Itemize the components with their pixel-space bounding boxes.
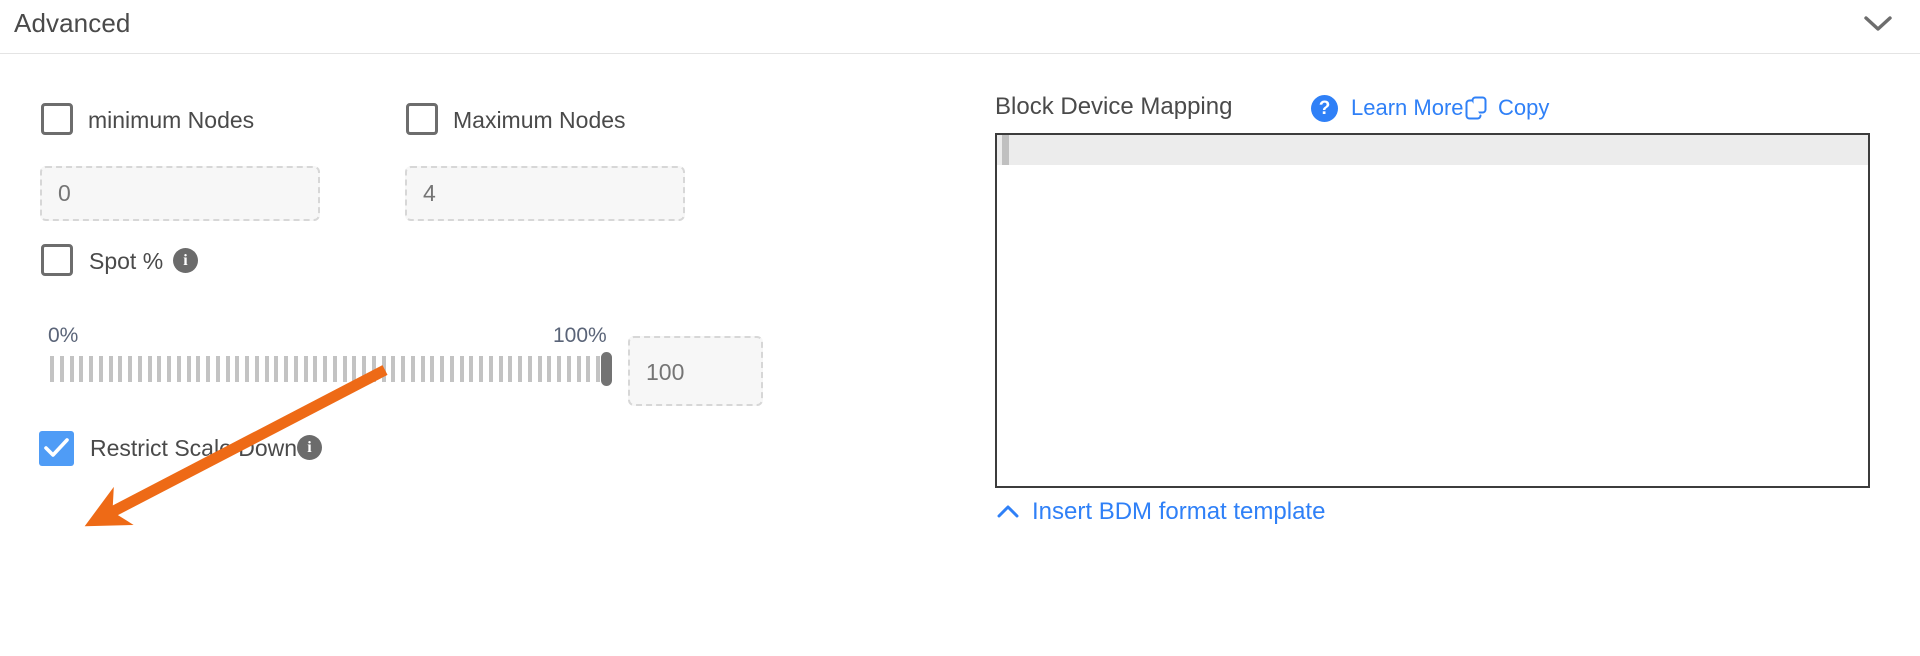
restrict-scale-down-label: Restrict Scale Down (90, 435, 298, 461)
slider-tick (440, 356, 444, 382)
slider-tick (508, 356, 513, 382)
slider-tick (332, 356, 337, 382)
slider-tick (342, 356, 347, 382)
slider-tick (449, 356, 454, 382)
slider-tick (254, 356, 259, 382)
restrict-scale-down-checkbox[interactable] (39, 431, 74, 466)
checkmark-icon (44, 438, 69, 457)
slider-tick (196, 356, 201, 382)
slider-tick (401, 356, 405, 382)
slider-tick (537, 356, 542, 382)
slider-tick (98, 356, 103, 382)
slider-tick (274, 356, 279, 382)
slider-tick (118, 356, 123, 382)
copy-icon[interactable] (1465, 95, 1489, 121)
slider-tick (410, 356, 415, 382)
chevron-down-icon[interactable] (1858, 8, 1898, 38)
slider-tick (420, 356, 425, 382)
minimum-nodes-label: minimum Nodes (88, 107, 255, 133)
slider-max-label: 100% (553, 324, 607, 347)
spot-percent-info-icon[interactable]: i (173, 248, 198, 273)
spot-percent-slider[interactable] (50, 356, 610, 382)
slider-tick (566, 356, 571, 382)
editor-active-line (997, 135, 1868, 165)
slider-tick (128, 356, 132, 382)
slider-tick (459, 356, 464, 382)
slider-tick (186, 356, 191, 382)
slider-tick (50, 356, 54, 382)
copy-link[interactable]: Copy (1498, 95, 1550, 120)
slider-tick (215, 356, 220, 382)
advanced-left-panel: minimum Nodes Maximum Nodes Spot % i 0% … (0, 54, 960, 656)
slider-tick (69, 356, 74, 382)
slider-tick (391, 356, 396, 382)
maximum-nodes-checkbox[interactable] (406, 103, 438, 135)
slider-tick (176, 356, 181, 382)
slider-tick (264, 356, 269, 382)
slider-tick (303, 356, 308, 382)
slider-tick (371, 356, 376, 382)
slider-tick (225, 356, 230, 382)
minimum-nodes-input[interactable] (40, 166, 320, 221)
slider-tick (352, 356, 357, 382)
slider-tick (157, 356, 162, 382)
slider-tick (284, 356, 288, 382)
slider-tick (527, 356, 532, 382)
block-device-mapping-title: Block Device Mapping (995, 93, 1233, 120)
spot-percent-checkbox[interactable] (41, 244, 73, 276)
minimum-nodes-checkbox[interactable] (41, 103, 73, 135)
slider-tick (313, 356, 318, 382)
slider-tick (59, 356, 64, 382)
slider-tick (586, 356, 591, 382)
slider-tick (430, 356, 435, 382)
insert-bdm-template-button[interactable]: Insert BDM format template (995, 495, 1325, 529)
bdm-code-editor[interactable] (995, 133, 1870, 488)
slider-tick (576, 356, 581, 382)
slider-tick (498, 356, 503, 382)
slider-tick (596, 356, 600, 382)
slider-tick (108, 356, 113, 382)
editor-gutter-bar (1002, 135, 1009, 165)
slider-tick (488, 356, 493, 382)
slider-tick (381, 356, 386, 382)
advanced-section-header: Advanced (0, 0, 1920, 54)
slider-tick (245, 356, 249, 382)
spot-percent-slider-group: 0% 100% (0, 54, 960, 656)
slider-min-label: 0% (48, 324, 79, 347)
slider-tick (518, 356, 522, 382)
restrict-scale-down-info-icon[interactable]: i (297, 435, 322, 460)
spot-percent-label: Spot % (89, 248, 164, 274)
slider-tick (323, 356, 327, 382)
maximum-nodes-label: Maximum Nodes (453, 107, 626, 133)
maximum-nodes-input[interactable] (405, 166, 685, 221)
page-title: Advanced (14, 8, 131, 38)
slider-tick (479, 356, 483, 382)
slider-tick (89, 356, 93, 382)
slider-tick (79, 356, 84, 382)
slider-tick (137, 356, 142, 382)
question-mark-icon[interactable]: ? (1311, 95, 1338, 122)
block-device-mapping-panel: Block Device Mapping ? Learn More Copy I… (995, 54, 1920, 656)
slider-tick (547, 356, 552, 382)
slider-tick (147, 356, 152, 382)
slider-tick (362, 356, 366, 382)
slider-tick (235, 356, 240, 382)
slider-tick (167, 356, 171, 382)
learn-more-link[interactable]: Learn More (1351, 95, 1464, 120)
slider-tick (206, 356, 210, 382)
slider-tick (469, 356, 474, 382)
slider-tick (293, 356, 298, 382)
insert-bdm-template-label: Insert BDM format template (1032, 498, 1326, 525)
slider-tick (557, 356, 561, 382)
spot-percent-slider-thumb[interactable] (601, 352, 612, 386)
chevron-up-icon (995, 502, 1021, 522)
spot-percent-value-input[interactable] (628, 336, 763, 406)
